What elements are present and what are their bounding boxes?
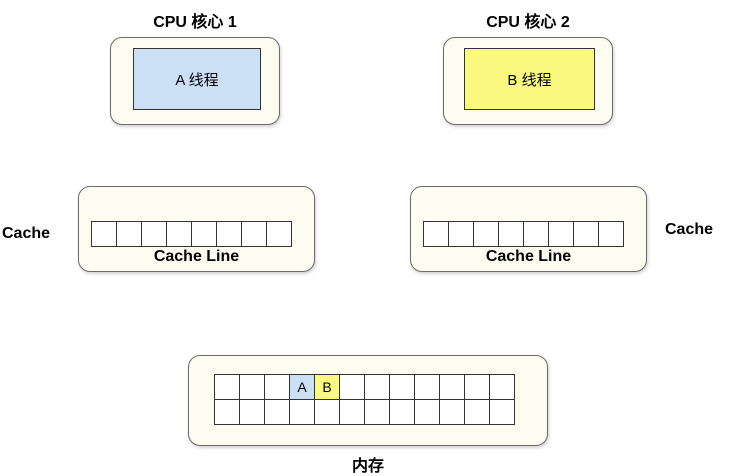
cache-right-cell — [598, 221, 624, 247]
cache-right-line-label: Cache Line — [485, 248, 572, 265]
cache-left-cell — [241, 221, 267, 247]
cache-left-box: Cache Line — [78, 186, 315, 272]
core2-title: CPU 核心 2 — [486, 14, 570, 31]
memory-row-1-cell — [214, 374, 240, 400]
memory-row-1-cell — [239, 374, 265, 400]
cache-right-cell — [448, 221, 474, 247]
cache-right-cell — [548, 221, 574, 247]
core2-box: B 线程 — [443, 37, 613, 125]
core1-thread-label: A 线程 — [175, 71, 219, 89]
core1-box: A 线程 — [110, 37, 280, 125]
memory-row-1-cell — [264, 374, 290, 400]
cache-left-cell — [91, 221, 117, 247]
memory-label: 内存 — [351, 458, 384, 475]
memory-row-2-cell — [264, 399, 290, 425]
cache-right-cell — [573, 221, 599, 247]
memory-row-2-cell — [389, 399, 415, 425]
memory-row-1-cell — [389, 374, 415, 400]
core2-thread-label: B 线程 — [507, 71, 552, 89]
memory-row-2-cell — [289, 399, 315, 425]
memory-row-2-cell — [339, 399, 365, 425]
core2-thread: B 线程 — [464, 48, 595, 110]
memory-row-1-cell — [439, 374, 465, 400]
cache-left-cell — [216, 221, 242, 247]
cache-right-label: Cache — [665, 221, 714, 238]
memory-row-1-cell — [414, 374, 440, 400]
memory-row-2-cell — [239, 399, 265, 425]
cache-left-label: Cache — [2, 225, 51, 242]
cache-left-cell — [141, 221, 167, 247]
memory-row-2-cell — [439, 399, 465, 425]
cache-left-line-label: Cache Line — [153, 248, 240, 265]
cache-left-cell — [266, 221, 292, 247]
cache-right-box: Cache Line — [410, 186, 647, 272]
cache-left-cell — [191, 221, 217, 247]
cache-left-cell — [166, 221, 192, 247]
memory-row-2-cell — [489, 399, 515, 425]
cache-right-cell — [473, 221, 499, 247]
core1-thread: A 线程 — [133, 48, 261, 110]
memory-cell-a: A — [289, 374, 315, 400]
cache-right-cell — [423, 221, 449, 247]
cache-right-line — [423, 221, 624, 247]
memory-row-1-cell — [339, 374, 365, 400]
memory-row-2 — [214, 399, 515, 425]
memory-row-2-cell — [364, 399, 390, 425]
core1-title: CPU 核心 1 — [153, 14, 237, 31]
memory-row-2-cell — [414, 399, 440, 425]
cache-right-cell — [523, 221, 549, 247]
cache-left-line — [91, 221, 292, 247]
memory-row-2-cell — [464, 399, 490, 425]
cache-right-cell — [498, 221, 524, 247]
memory-row-2-cell — [314, 399, 340, 425]
memory-cell-b: B — [314, 374, 340, 400]
memory-row-1-cell — [364, 374, 390, 400]
memory-row-2-cell — [214, 399, 240, 425]
memory-row-1-cell — [489, 374, 515, 400]
cache-left-cell — [116, 221, 142, 247]
memory-row-1-cell — [464, 374, 490, 400]
